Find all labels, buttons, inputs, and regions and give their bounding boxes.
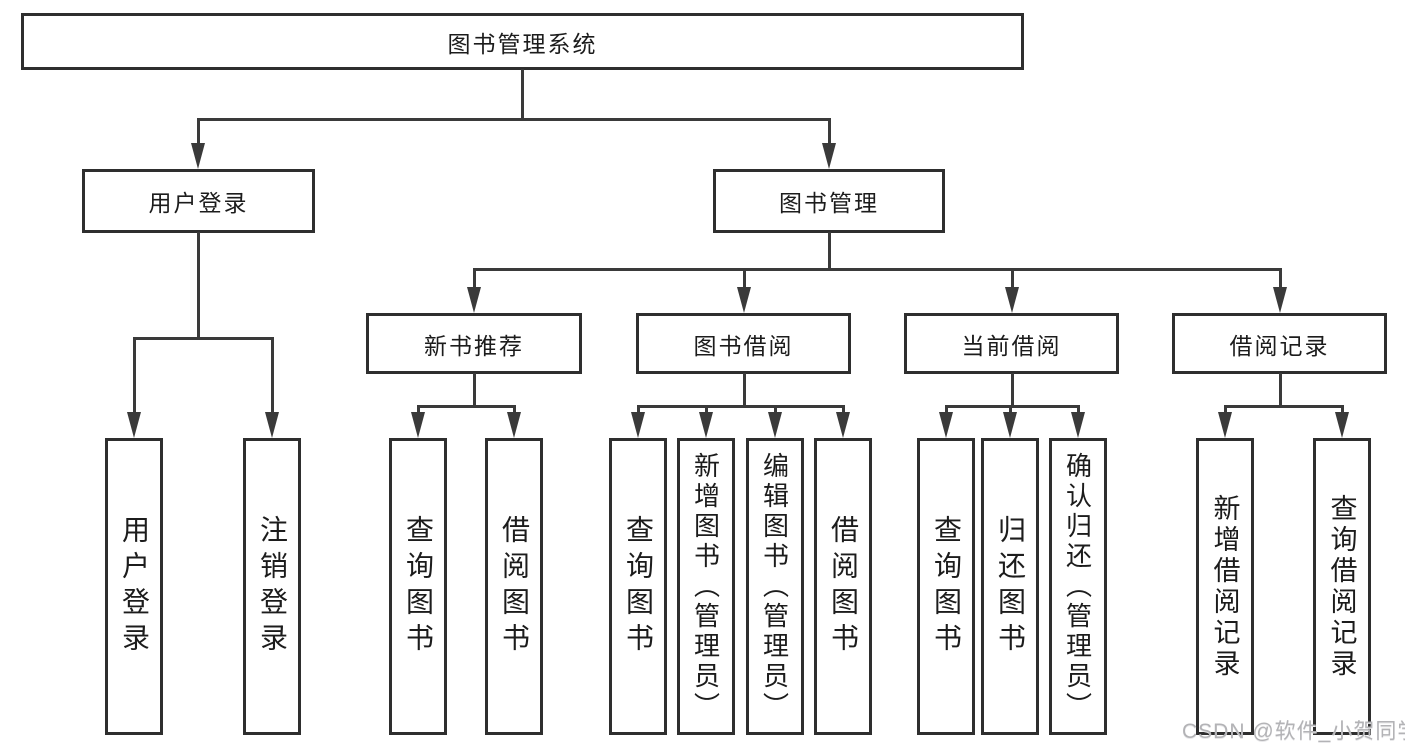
node-label: 归还图书 — [995, 514, 1026, 659]
node-label: 图书借阅 — [693, 332, 794, 359]
connector-drop — [1224, 405, 1227, 415]
arrow-down-icon — [768, 412, 782, 438]
arrow-down-icon — [822, 143, 836, 169]
connector-drop — [637, 405, 640, 415]
connector-drop — [513, 405, 516, 415]
connector-new-book-rail — [417, 405, 516, 408]
node-borrowing-records: 借阅记录 — [1172, 313, 1387, 374]
connector-book-borrow-rail — [637, 405, 845, 408]
arrow-down-icon — [467, 287, 481, 313]
arrow-down-icon — [507, 412, 521, 438]
arrow-down-icon — [191, 143, 205, 169]
connector-root-stem — [521, 69, 524, 120]
connector-drop-book-borrow — [743, 268, 746, 290]
leaf-logout: 注销登录 — [243, 438, 301, 735]
connector-drop-book-management — [828, 118, 831, 146]
connector-drop-borrow-records — [1279, 268, 1282, 290]
connector-drop — [1341, 405, 1344, 415]
node-label: 编辑图书（管理员） — [759, 451, 790, 722]
connector-drop — [1009, 405, 1012, 415]
node-label: 用户登录 — [148, 190, 249, 216]
leaf-query-books-2: 查询图书 — [609, 438, 667, 735]
connector-drop-current-borrow — [1011, 268, 1014, 290]
node-label: 当前借阅 — [961, 332, 1062, 359]
node-label: 借阅图书 — [499, 514, 530, 659]
connector-current-borrow-stem — [1011, 373, 1014, 407]
arrow-down-icon — [1005, 287, 1019, 313]
node-label: 新增图书（管理员） — [690, 451, 721, 722]
arrow-down-icon — [1218, 412, 1232, 438]
connector-level3-rail — [473, 268, 1282, 271]
arrow-down-icon — [631, 412, 645, 438]
leaf-add-books-admin: 新增图书（管理员） — [677, 438, 735, 735]
node-label: 查询图书 — [931, 514, 962, 659]
arrow-down-icon — [699, 412, 713, 438]
arrow-down-icon — [939, 412, 953, 438]
leaf-user-login: 用户登录 — [105, 438, 163, 735]
connector-drop-leaf-user-login — [133, 337, 136, 415]
leaf-confirm-return-admin: 确认归还（管理员） — [1049, 438, 1107, 735]
leaf-add-borrow-record: 新增借阅记录 — [1196, 438, 1254, 735]
connector-drop — [417, 405, 420, 415]
node-new-book-recommendation: 新书推荐 — [366, 313, 582, 374]
connector-book-borrow-stem — [743, 373, 746, 407]
node-label: 注销登录 — [257, 514, 288, 659]
connector-drop — [842, 405, 845, 415]
connector-borrow-records-rail — [1224, 405, 1344, 408]
connector-drop — [945, 405, 948, 415]
node-label: 查询借阅记录 — [1326, 493, 1357, 680]
leaf-borrow-books-2: 借阅图书 — [814, 438, 872, 735]
arrow-down-icon — [836, 412, 850, 438]
node-label: 查询图书 — [403, 514, 434, 659]
arrow-down-icon — [265, 412, 279, 438]
node-label: 新增借阅记录 — [1209, 493, 1240, 680]
csdn-watermark: CSDN @软件_小贺同学 — [1182, 720, 1405, 743]
node-label: 图书管理 — [779, 190, 879, 216]
connector-drop — [1077, 405, 1080, 415]
node-user-login: 用户登录 — [82, 169, 315, 233]
node-label: 图书管理系统 — [447, 30, 598, 57]
node-label: 新书推荐 — [424, 332, 524, 359]
leaf-query-borrow-record: 查询借阅记录 — [1313, 438, 1371, 735]
connector-drop-new-book — [473, 268, 476, 290]
connector-user-login-stem — [197, 232, 200, 339]
leaf-query-books-3: 查询图书 — [917, 438, 975, 735]
arrow-down-icon — [1071, 412, 1085, 438]
leaf-borrow-books-1: 借阅图书 — [485, 438, 543, 735]
connector-borrow-records-stem — [1279, 373, 1282, 407]
node-book-management: 图书管理 — [713, 169, 945, 233]
node-label: 借阅记录 — [1229, 332, 1330, 359]
node-label: 用户登录 — [119, 514, 150, 659]
connector-current-borrow-rail — [945, 405, 1080, 408]
arrow-down-icon — [411, 412, 425, 438]
leaf-edit-books-admin: 编辑图书（管理员） — [746, 438, 804, 735]
connector-level2-rail — [197, 118, 831, 121]
node-label: 确认归还（管理员） — [1062, 451, 1093, 722]
connector-user-login-rail — [133, 337, 274, 340]
connector-drop — [774, 405, 777, 415]
node-label: 借阅图书 — [828, 514, 859, 659]
arrow-down-icon — [127, 412, 141, 438]
node-root-library-management-system: 图书管理系统 — [21, 13, 1024, 70]
connector-new-book-stem — [473, 373, 476, 407]
connector-drop — [705, 405, 708, 415]
connector-drop-user-login — [197, 118, 200, 146]
node-book-borrowing: 图书借阅 — [636, 313, 851, 374]
connector-drop-leaf-logout — [271, 337, 274, 415]
node-label: 查询图书 — [623, 514, 654, 659]
arrow-down-icon — [1273, 287, 1287, 313]
leaf-query-books-1: 查询图书 — [389, 438, 447, 735]
node-current-borrowing: 当前借阅 — [904, 313, 1119, 374]
arrow-down-icon — [737, 287, 751, 313]
arrow-down-icon — [1003, 412, 1017, 438]
arrow-down-icon — [1335, 412, 1349, 438]
connector-book-management-stem — [828, 232, 831, 270]
leaf-return-books: 归还图书 — [981, 438, 1039, 735]
